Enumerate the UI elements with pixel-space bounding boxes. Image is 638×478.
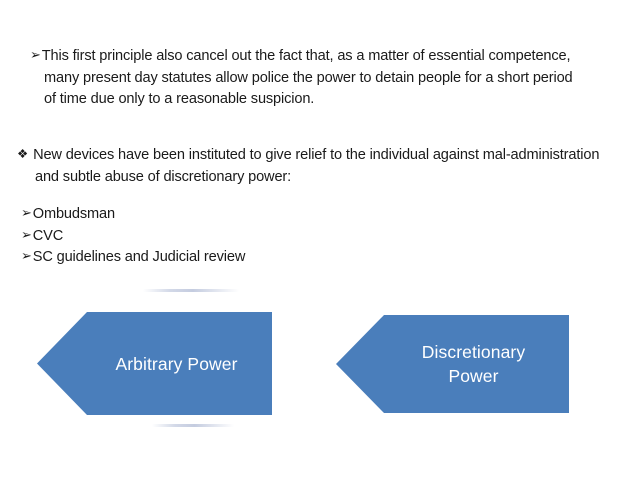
arrow-bullet-icon: ➢ (21, 226, 32, 242)
shape-discretionary-power[interactable]: Discretionary Power (336, 315, 569, 413)
shape-arbitrary-power-label: Arbitrary Power (115, 353, 238, 374)
paragraph-line-text: New devices have been instituted to give… (33, 147, 600, 163)
paragraph-line: ➢This first principle also cancel out th… (30, 46, 615, 68)
list-item: ➢CVC (21, 226, 421, 248)
shape-label-line: Power (448, 366, 499, 386)
paragraph-line: ❖ New devices have been instituted to giv… (17, 144, 632, 166)
arrow-bullet-icon: ➢ (21, 248, 32, 263)
shape-label-line: Discretionary (421, 342, 526, 362)
paragraph-line: and subtle abuse of discretionary power: (35, 169, 292, 185)
paragraph-line: of time due only to a reasonable suspici… (44, 91, 315, 107)
shape-discretionary-power-label: Discretionary Power (380, 340, 525, 388)
arrow-bullet-icon: ➢ (21, 205, 32, 220)
arrow-bullet-icon: ➢ (30, 47, 41, 62)
paragraph-line: many present day statutes allow police t… (44, 69, 573, 86)
paragraph-first-principle: ➢This first principle also cancel out th… (30, 46, 615, 111)
faint-guide-line-top (143, 289, 239, 292)
list-item: ➢Ombudsman (21, 204, 421, 226)
remedies-list: ➢Ombudsman ➢CVC ➢SC guidelines and Judic… (21, 204, 421, 269)
left-pointing-pentagon-icon (336, 315, 569, 413)
list-item-label: CVC (32, 227, 64, 244)
shape-arbitrary-power[interactable]: Arbitrary Power (37, 312, 272, 415)
paragraph-new-devices: ❖ New devices have been instituted to giv… (17, 144, 632, 188)
list-item: ➢SC guidelines and Judicial review (21, 247, 421, 269)
faint-guide-line-bottom (152, 424, 234, 427)
list-item-label: SC guidelines and Judicial review (32, 249, 246, 265)
list-item-label: Ombudsman (32, 206, 115, 222)
diamond-bullet-icon: ❖ (17, 147, 29, 161)
paragraph-line-text: This first principle also cancel out the… (41, 48, 571, 64)
left-pointing-pentagon-icon (37, 312, 272, 415)
